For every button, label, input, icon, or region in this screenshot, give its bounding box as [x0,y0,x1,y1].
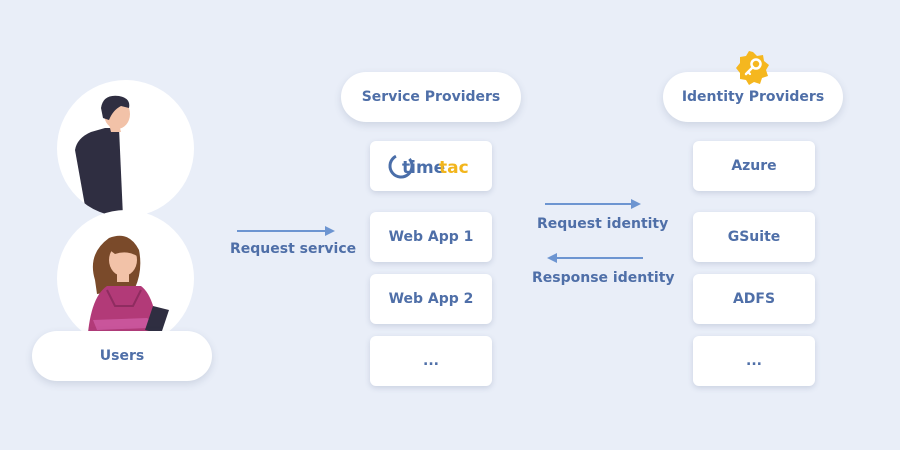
service-card-web-app-1: Web App 1 [370,212,492,262]
request-identity-arrow [545,199,641,209]
request-identity-label: Request identity [537,216,669,232]
request-service-arrow [237,226,335,236]
identity-card-adfs: ADFS [693,274,815,324]
service-card-more: ... [370,336,492,386]
service-providers-title: Service Providers [341,72,521,122]
users-label: Users [32,331,212,381]
identity-card-azure: Azure [693,141,815,191]
user-man-avatar [57,80,194,217]
timetac-logo-card: time tac [370,141,492,191]
user-woman-avatar [57,210,194,347]
identity-card-gsuite: GSuite [693,212,815,262]
request-service-label: Request service [230,241,357,257]
response-identity-label: Response identity [532,270,675,286]
identity-providers-title: Identity Providers [663,72,843,122]
logo-part-time: time [402,158,445,178]
key-icon [736,51,769,85]
identity-card-more: ... [693,336,815,386]
service-card-web-app-2: Web App 2 [370,274,492,324]
logo-part-tac: tac [439,158,469,178]
users-label-text: Users [99,348,145,364]
response-identity-arrow [547,253,643,263]
timetac-logo: time tac [388,153,469,179]
